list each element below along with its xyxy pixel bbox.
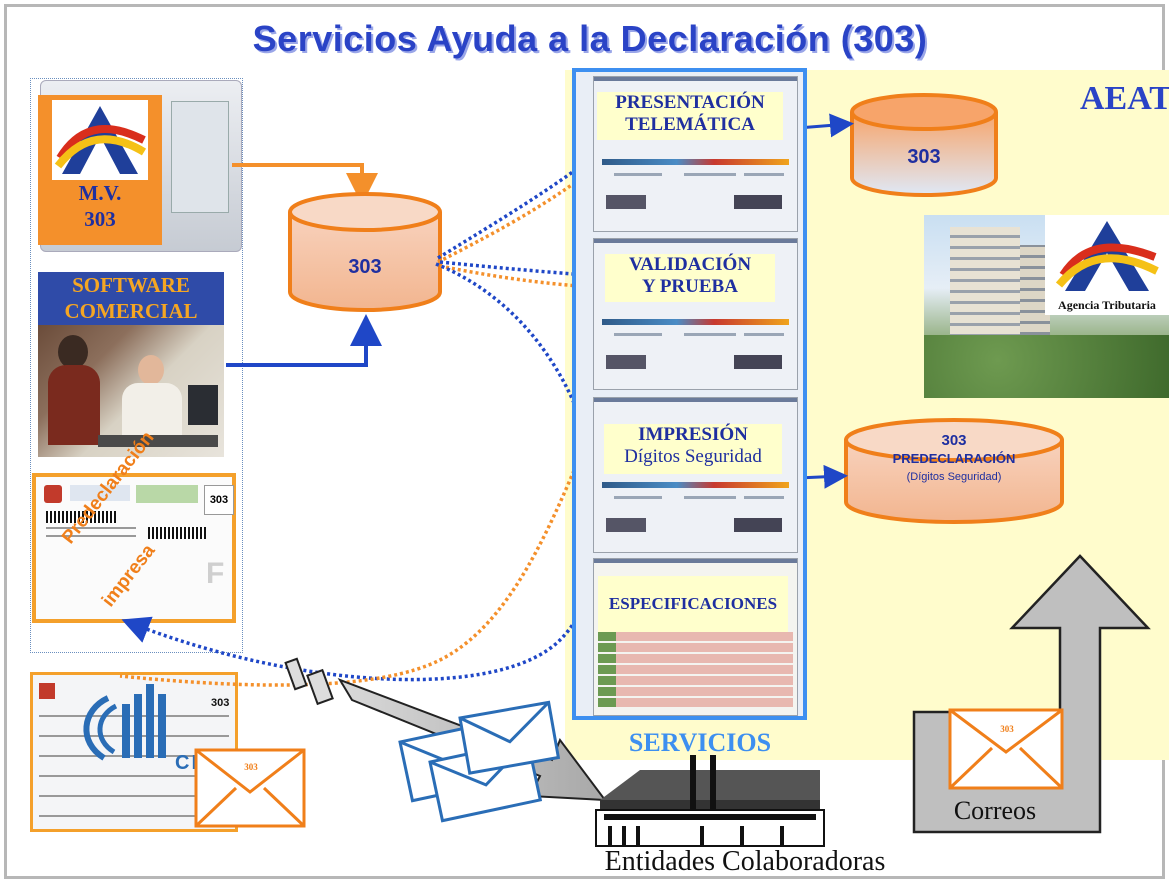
correos-envelope-icon	[948, 708, 1064, 790]
label-impresion-line2: Dígitos Seguridad	[624, 446, 762, 467]
predecl-db-line1: 303	[941, 432, 967, 449]
db-303-label: 303	[907, 146, 941, 168]
center-db-cylinder	[288, 192, 442, 312]
correos-envelope-number: 303	[1000, 724, 1014, 734]
label-especificaciones: ESPECIFICACIONES	[598, 576, 788, 632]
software-label: SOFTWARE COMERCIAL	[40, 272, 222, 324]
arrow-mv-to-db	[232, 163, 378, 205]
correos-arrow	[912, 554, 1151, 834]
label-validacion-line1: VALIDACIÓN	[628, 254, 752, 275]
mv-label-line2: 303	[84, 207, 116, 231]
form2-number: 303	[211, 697, 230, 709]
agencia-label: Agencia Tributaria	[1058, 298, 1156, 312]
spec-table	[598, 630, 793, 715]
service-pane-impresion[interactable]	[593, 397, 798, 553]
db-303-cylinder	[850, 93, 998, 197]
predeclaracion-db-label: 303 PREDECLARACIÓN (Dígitos Seguridad)	[846, 432, 1062, 486]
services-label: SERVICIOS	[628, 728, 772, 757]
agencia-logo-box	[1045, 215, 1169, 315]
entidades-label: Entidades Colaboradoras	[604, 846, 886, 877]
label-impresion-line1: IMPRESIÓN	[638, 424, 748, 445]
software-label-line2: COMERCIAL	[64, 299, 198, 323]
envelope-stack-icon	[398, 700, 561, 823]
predecl-db-line3: (Dígitos Seguridad)	[906, 471, 1002, 483]
predecl-form-number: 303	[204, 485, 234, 515]
center-db-label: 303	[348, 256, 382, 278]
aeat-logo-icon	[52, 100, 148, 180]
correos-label: Correos	[953, 796, 1037, 825]
entidades-building-icon	[595, 755, 825, 847]
software-label-line1: SOFTWARE	[72, 273, 190, 297]
label-presentacion-line1: PRESENTACIÓN	[615, 92, 765, 113]
chh-logo	[72, 676, 212, 768]
mv-label: M.V. 303	[38, 180, 162, 232]
envelope-icon	[194, 748, 306, 828]
label-presentacion-line2: TELEMÁTICA	[625, 114, 755, 135]
label-validacion-line2: Y PRUEBA	[642, 276, 738, 297]
aeat-label: AEAT	[1080, 80, 1169, 117]
label-validacion: VALIDACIÓN Y PRUEBA	[605, 254, 775, 302]
office-photo	[38, 325, 224, 457]
label-impresion: IMPRESIÓN Dígitos Seguridad	[604, 424, 782, 474]
predeclaracion-cylinder	[844, 418, 1064, 524]
predecl-db-line2: PREDECLARACIÓN	[892, 451, 1016, 466]
arrow-software-to-db	[226, 314, 382, 367]
label-presentacion: PRESENTACIÓN TELEMÁTICA	[597, 92, 783, 140]
mv-label-line1: M.V.	[78, 181, 122, 205]
envelope-number: 303	[244, 762, 258, 772]
slide-title: Servicios Ayuda a la Declaración (303)	[252, 18, 928, 59]
predeclaracion-impresa-form[interactable]: 303 F	[32, 473, 236, 623]
